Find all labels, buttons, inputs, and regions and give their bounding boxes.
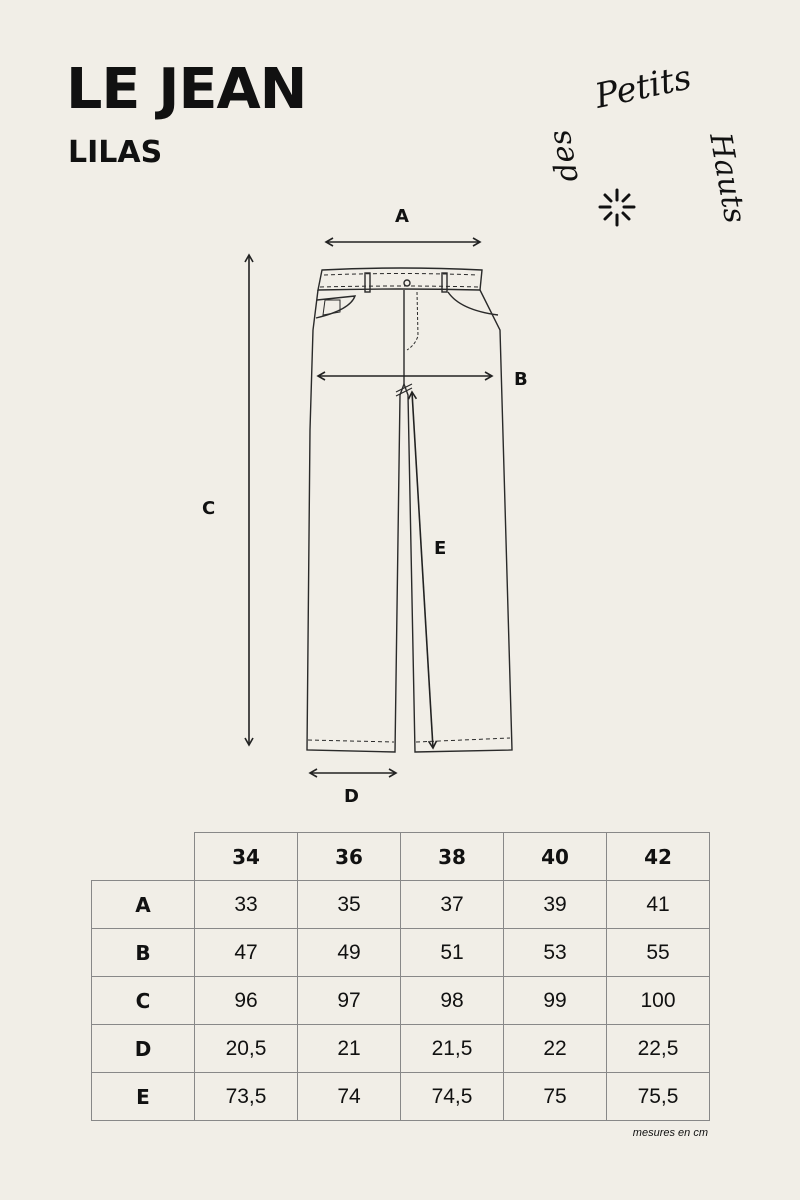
dimension-label-d: D [344, 786, 359, 807]
table-cell: 73,5 [194, 1072, 298, 1121]
table-cell: 99 [503, 976, 607, 1025]
logo-word-petits: Petits [591, 60, 695, 117]
table-cell: 74,5 [400, 1072, 504, 1121]
page-title: LE JEAN [66, 57, 307, 122]
table-cell: 97 [297, 976, 401, 1025]
row-label: D [91, 1024, 195, 1073]
dimension-label-b: B [514, 369, 528, 390]
table-header-row: 34 36 38 40 42 [91, 832, 710, 881]
table-row: A 33 35 37 39 41 [91, 880, 710, 929]
table-cell: 21,5 [400, 1024, 504, 1073]
table-cell: 41 [606, 880, 710, 929]
table-corner [91, 832, 195, 881]
logo-word-des: des [550, 127, 586, 185]
table-cell: 49 [297, 928, 401, 977]
table-cell: 55 [606, 928, 710, 977]
dimension-arrow-e [407, 390, 438, 750]
dimension-label-a: A [395, 206, 409, 227]
jeans-sketch [244, 237, 513, 778]
table-cell: 51 [400, 928, 504, 977]
dimension-label-c: C [202, 498, 216, 519]
dimension-label-e: E [434, 538, 447, 559]
table-cell: 74 [297, 1072, 401, 1121]
table-cell: 35 [297, 880, 401, 929]
size-chart-table: 34 36 38 40 42 A 33 35 37 39 41 B 47 49 … [91, 832, 710, 1121]
table-row: B 47 49 51 53 55 [91, 928, 710, 977]
table-cell: 22,5 [606, 1024, 710, 1073]
row-label: C [91, 976, 195, 1025]
table-row: E 73,5 74 74,5 75 75,5 [91, 1072, 710, 1121]
table-cell: 47 [194, 928, 298, 977]
table-cell: 37 [400, 880, 504, 929]
table-cell: 21 [297, 1024, 401, 1073]
table-cell: 33 [194, 880, 298, 929]
jeans-measurement-diagram: A B C D E [0, 190, 800, 830]
table-row: C 96 97 98 99 100 [91, 976, 710, 1025]
table-row: D 20,5 21 21,5 22 22,5 [91, 1024, 710, 1073]
product-subtitle: LILAS [68, 135, 163, 170]
table-cell: 20,5 [194, 1024, 298, 1073]
table-cell: 22 [503, 1024, 607, 1073]
table-cell: 96 [194, 976, 298, 1025]
size-header: 42 [606, 832, 710, 881]
asterisk-sparkle-icon [598, 188, 636, 227]
table-cell: 98 [400, 976, 504, 1025]
units-note: mesures en cm [632, 1127, 708, 1139]
table-cell: 75,5 [606, 1072, 710, 1121]
size-header: 40 [503, 832, 607, 881]
table-cell: 53 [503, 928, 607, 977]
size-header: 34 [194, 832, 298, 881]
row-label: B [91, 928, 195, 977]
row-label: E [91, 1072, 195, 1121]
table-cell: 100 [606, 976, 710, 1025]
brand-logo: Petits Hauts des [550, 60, 750, 227]
size-header: 36 [297, 832, 401, 881]
size-header: 38 [400, 832, 504, 881]
row-label: A [91, 880, 195, 929]
table-cell: 39 [503, 880, 607, 929]
table-cell: 75 [503, 1072, 607, 1121]
